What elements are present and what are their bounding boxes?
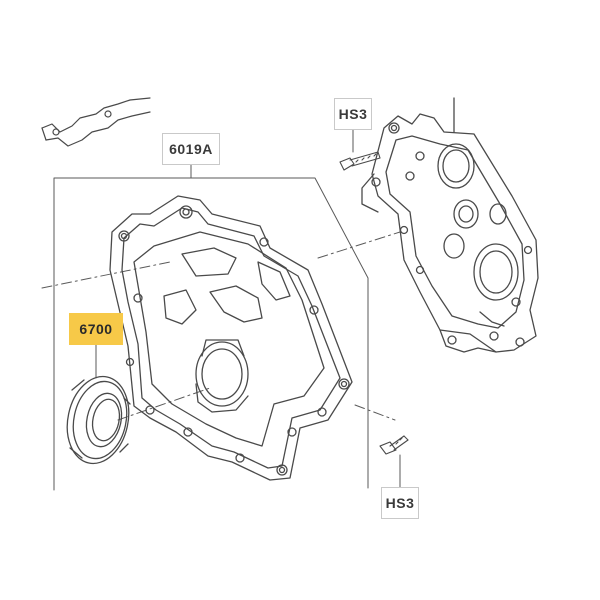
assembly-bracket <box>53 177 369 491</box>
front-cover-plate <box>109 195 353 481</box>
lower-bolt <box>379 435 409 455</box>
part-callout-seal[interactable]: 6700 <box>69 313 123 345</box>
part-callout-bolt-top[interactable]: HS3 <box>334 98 372 130</box>
rear-housing <box>361 97 539 353</box>
crankshaft-seal <box>66 375 131 465</box>
part-callout-cover[interactable]: 6019A <box>162 133 220 165</box>
upper-bracket-fragment <box>41 97 151 147</box>
callout-leaders <box>95 129 401 488</box>
part-callout-bolt-bottom[interactable]: HS3 <box>381 487 419 519</box>
alignment-lines <box>41 231 401 421</box>
